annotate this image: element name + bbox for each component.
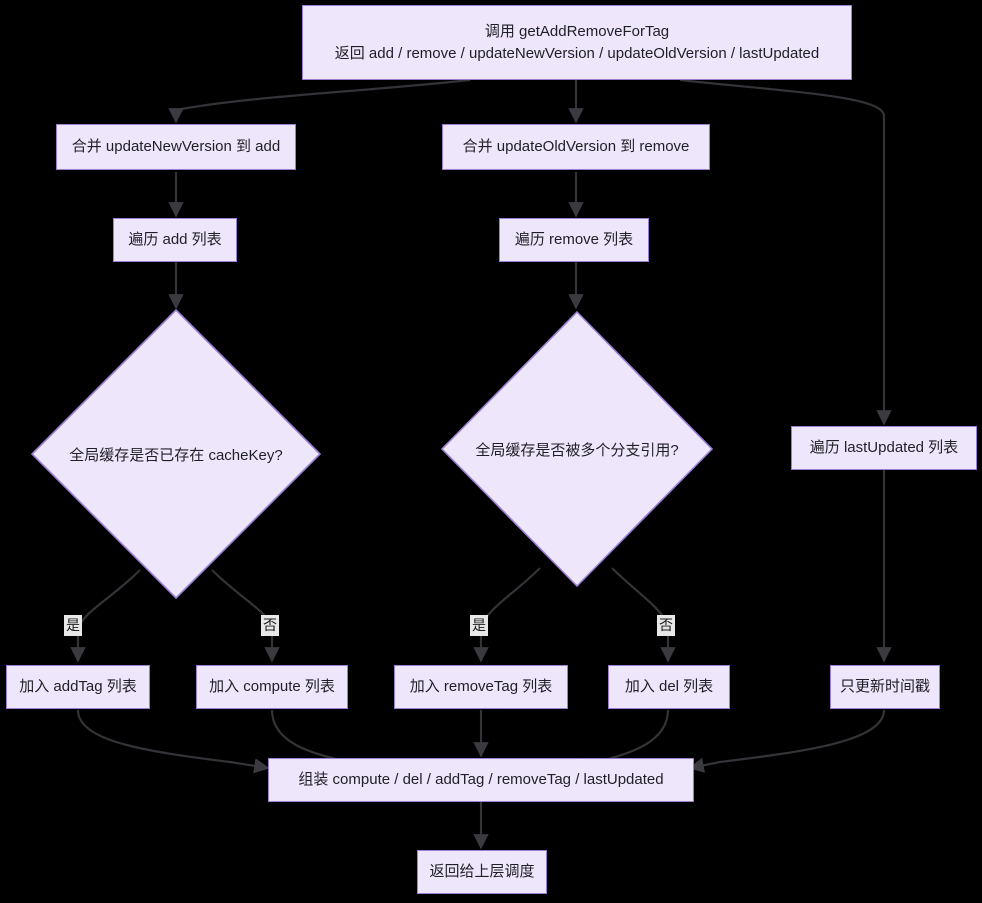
node-start-line2: 返回 add / remove / updateNewVersion / upd… bbox=[334, 44, 820, 62]
edge-label-cachekey-yes: 是 bbox=[64, 615, 82, 636]
node-add-to-removetag-list-label: 加入 removeTag 列表 bbox=[409, 678, 553, 696]
node-return-to-upper-scheduler-label: 返回给上层调度 bbox=[429, 863, 535, 881]
decision-diamond-shape bbox=[440, 310, 714, 588]
node-only-update-timestamp[interactable]: 只更新时间戳 bbox=[830, 665, 940, 709]
node-add-to-compute-list[interactable]: 加入 compute 列表 bbox=[196, 665, 348, 709]
node-iterate-add-list[interactable]: 遍历 add 列表 bbox=[113, 218, 237, 262]
edge-start-to-iter-lastupdated bbox=[679, 78, 892, 426]
node-add-to-del-list[interactable]: 加入 del 列表 bbox=[608, 665, 730, 709]
node-merge-new-version[interactable]: 合并 updateNewVersion 到 add bbox=[56, 124, 296, 170]
node-merge-old-version-label: 合并 updateOldVersion 到 remove bbox=[462, 138, 690, 156]
node-add-to-del-list-label: 加入 del 列表 bbox=[624, 678, 714, 696]
decision-diamond-shape bbox=[30, 308, 322, 600]
node-return-to-upper-scheduler[interactable]: 返回给上层调度 bbox=[417, 850, 547, 894]
node-assemble-result-label: 组装 compute / del / addTag / removeTag / … bbox=[298, 771, 664, 789]
node-iterate-add-list-label: 遍历 add 列表 bbox=[128, 231, 222, 249]
node-add-to-removetag-list[interactable]: 加入 removeTag 列表 bbox=[394, 665, 568, 709]
node-assemble-result[interactable]: 组装 compute / del / addTag / removeTag / … bbox=[268, 758, 694, 802]
edge-addtag-to-assemble bbox=[76, 709, 270, 774]
edge-start-to-merge-new bbox=[168, 78, 471, 124]
edge-label-multibranch-no: 否 bbox=[657, 615, 675, 636]
node-decision-multi-branch-ref[interactable]: 全局缓存是否被多个分支引用? bbox=[440, 310, 714, 588]
node-start-line1: 调用 getAddRemoveForTag bbox=[484, 23, 670, 41]
edge-only-timestamp-to-assemble bbox=[688, 709, 886, 773]
node-decision-multi-branch-ref-label: 全局缓存是否被多个分支引用? bbox=[475, 441, 679, 459]
node-add-to-addtag-list[interactable]: 加入 addTag 列表 bbox=[6, 665, 150, 709]
node-only-update-timestamp-label: 只更新时间戳 bbox=[839, 678, 930, 696]
node-start[interactable]: 调用 getAddRemoveForTag 返回 add / remove / … bbox=[302, 5, 852, 80]
node-iterate-lastupdated-list[interactable]: 遍历 lastUpdated 列表 bbox=[791, 426, 977, 470]
node-merge-new-version-label: 合并 updateNewVersion 到 add bbox=[71, 138, 281, 156]
edge-label-multibranch-yes: 是 bbox=[470, 615, 488, 636]
edge-label-cachekey-no: 否 bbox=[261, 615, 279, 636]
node-merge-old-version[interactable]: 合并 updateOldVersion 到 remove bbox=[442, 124, 710, 170]
node-decision-cachekey-exists-label: 全局缓存是否已存在 cacheKey? bbox=[69, 446, 283, 464]
node-add-to-addtag-list-label: 加入 addTag 列表 bbox=[19, 678, 137, 696]
node-add-to-compute-list-label: 加入 compute 列表 bbox=[209, 678, 335, 696]
node-iterate-remove-list-label: 遍历 remove 列表 bbox=[514, 231, 634, 249]
node-iterate-lastupdated-list-label: 遍历 lastUpdated 列表 bbox=[809, 439, 959, 457]
node-decision-cachekey-exists[interactable]: 全局缓存是否已存在 cacheKey? bbox=[30, 308, 322, 600]
node-iterate-remove-list[interactable]: 遍历 remove 列表 bbox=[499, 218, 649, 262]
